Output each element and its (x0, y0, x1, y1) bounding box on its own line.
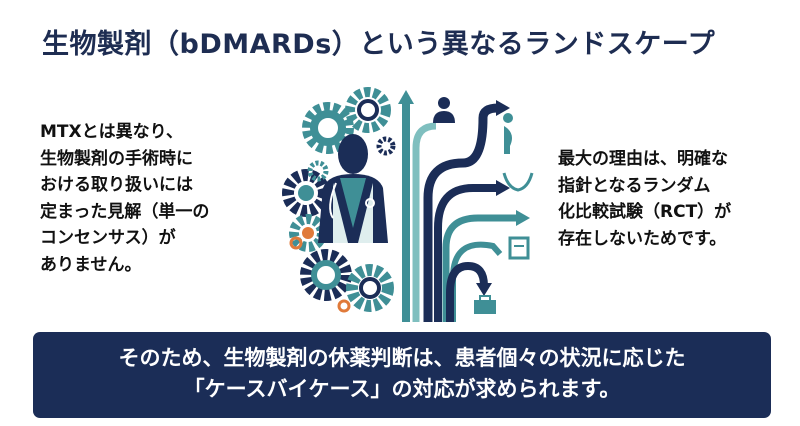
right-text-block: 最大の理由は、明確な 指針となるランダム 化比較試験（RCT）が 存在しないため… (558, 146, 731, 252)
clipboard-icon (508, 236, 530, 260)
left-text-line: 生物製剤の手術時に (40, 148, 193, 169)
right-text-line: 存在しないためです。 (558, 228, 727, 249)
gear-icon (346, 264, 394, 312)
gear-icon (345, 87, 391, 133)
gear-icon (300, 249, 352, 301)
gear-icon (307, 160, 329, 182)
left-text-block: MTXとは異なり、 生物製剤の手術時に おける取り扱いには 定まった見解（単一の… (40, 119, 209, 278)
right-text-line: 最大の理由は、明確な (558, 149, 728, 169)
gear-icon (289, 236, 303, 250)
slide-title: 生物製剤（bDMARDs）という異なるランドスケープ (42, 29, 716, 60)
gear-icon (289, 214, 327, 252)
left-text-line: ありません。 (40, 254, 142, 275)
pregnant-patient-icon (503, 113, 513, 154)
right-text-line: 指針となるランダム (558, 175, 711, 196)
doctor-pathways-illustration (282, 87, 534, 322)
briefcase-icon (474, 295, 496, 314)
doctor-icon (318, 134, 388, 243)
conclusion-banner: そのため、生物製剤の休薬判断は、患者個々の状況に応じた 「ケースバイケース」の対… (33, 332, 771, 418)
gear-icon (337, 299, 351, 313)
left-text-line: コンセンサス）が (40, 228, 176, 248)
conclusion-line: そのため、生物製剤の休薬判断は、患者個々の状況に応じた (118, 346, 686, 370)
branching-arrows-icon (398, 90, 530, 322)
gear-icon (302, 102, 354, 154)
left-text-line: MTXとは異なり、 (40, 122, 183, 142)
left-text-line: おける取り扱いには (40, 175, 193, 195)
caring-hands-icon (502, 172, 534, 192)
gear-icon (376, 136, 396, 156)
physician-icon (433, 97, 455, 123)
left-text-line: 定まった見解（単一の (40, 201, 210, 222)
right-text-line: 化比較試験（RCT）が (558, 202, 732, 222)
conclusion-line: 「ケースバイケース」の対応が求められます。 (183, 377, 621, 401)
